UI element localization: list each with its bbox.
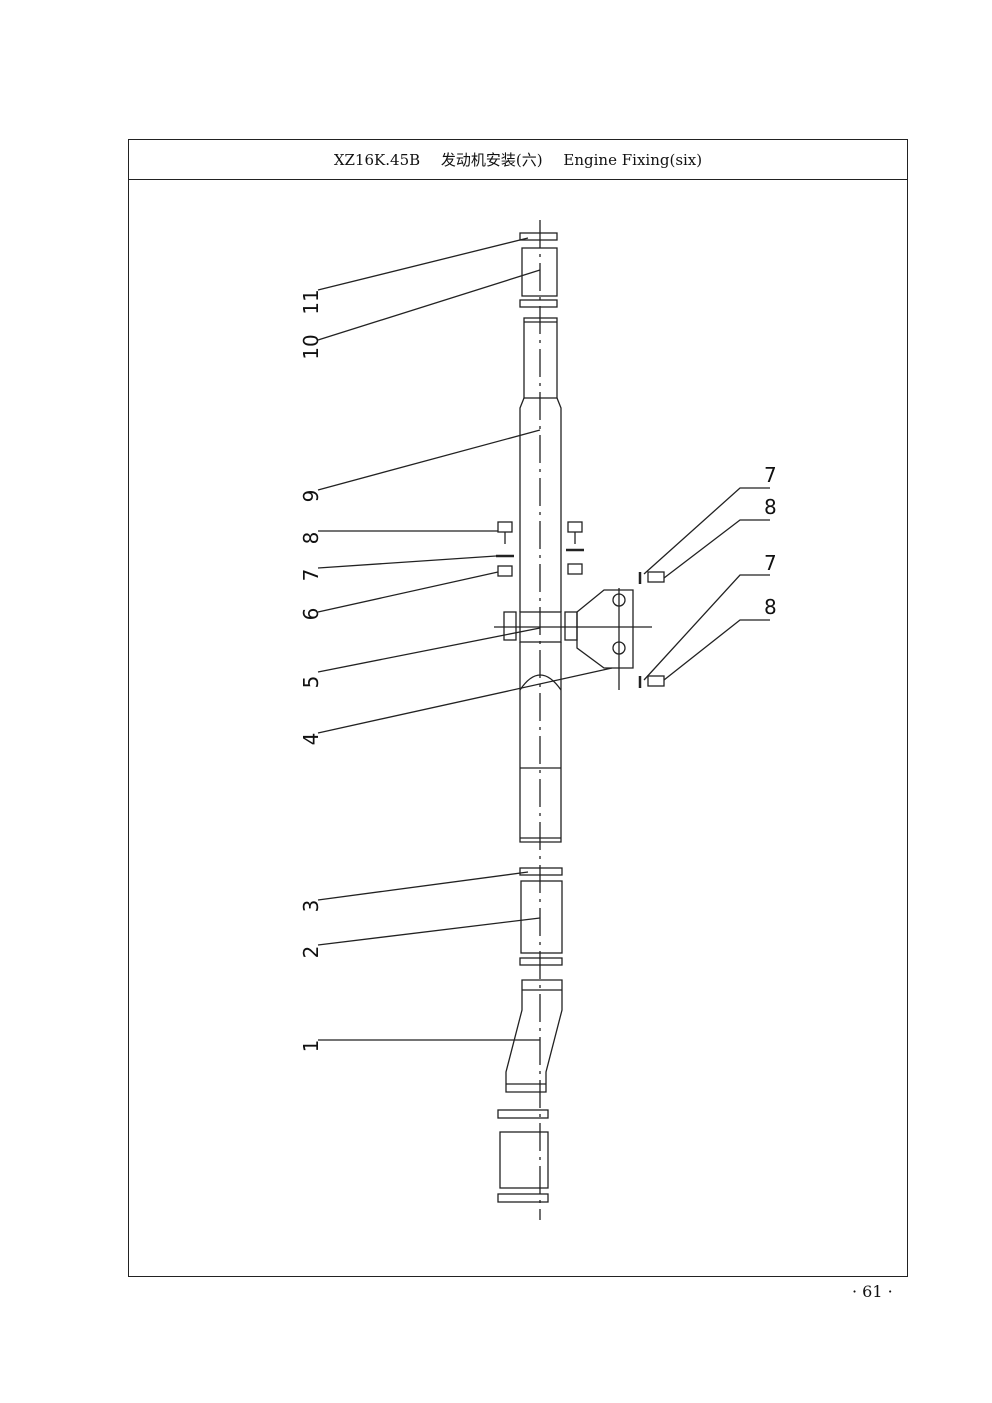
part-9-pipe-cut xyxy=(519,674,562,691)
callout-6: 6 xyxy=(299,608,323,621)
leader-6 xyxy=(317,571,499,613)
leader-3 xyxy=(317,871,529,901)
part-2-sleeve xyxy=(520,880,563,954)
callout-5: 5 xyxy=(299,676,323,689)
part-8-bolt-right xyxy=(567,521,583,533)
leader-10 xyxy=(317,269,541,341)
page-number: · 61 · xyxy=(852,1282,893,1301)
part-6-nut-left xyxy=(497,565,513,577)
leader-r7a xyxy=(643,487,770,575)
leader-4 xyxy=(317,667,613,734)
callout-r7a: 7 xyxy=(764,463,777,487)
part-9-pipe-lower xyxy=(519,642,562,843)
part-9-pipe-upper xyxy=(523,317,558,399)
title-en: Engine Fixing(six) xyxy=(563,151,703,169)
part-6-nut-right xyxy=(567,563,583,575)
leader-r8a xyxy=(663,519,770,579)
callout-1: 1 xyxy=(299,1040,323,1053)
part-5-clamp-left xyxy=(503,611,517,641)
bracket-bolt-upper xyxy=(647,571,665,583)
callout-10: 10 xyxy=(299,334,323,359)
leader-r8b xyxy=(663,619,770,681)
part-9-pipe-taper xyxy=(519,397,562,612)
bottom-clamp-lower xyxy=(497,1193,549,1203)
callout-9: 9 xyxy=(299,490,323,503)
bottom-sleeve xyxy=(499,1131,549,1189)
part-8-bolt-left xyxy=(497,521,513,533)
part-5-clamp-right xyxy=(564,611,578,641)
title-bar: XZ16K.45B 发动机安装(六) Engine Fixing(six) xyxy=(129,140,907,180)
callout-r8a: 8 xyxy=(764,495,777,519)
callout-11: 11 xyxy=(299,289,323,314)
leader-r7b xyxy=(643,574,770,681)
callout-3: 3 xyxy=(299,900,323,913)
bracket-bolt-lower xyxy=(647,675,665,687)
part-1-bent-pipe xyxy=(505,979,563,1093)
callout-2: 2 xyxy=(299,946,323,959)
title-model: XZ16K.45B xyxy=(333,151,421,169)
callout-r7b: 7 xyxy=(764,551,777,575)
callout-4: 4 xyxy=(299,733,323,746)
leader-5 xyxy=(317,627,541,673)
part-3-clamp xyxy=(519,867,563,876)
callout-r8b: 8 xyxy=(764,595,777,619)
bottom-clamp xyxy=(497,1109,549,1119)
part-11-clamp-lower xyxy=(519,299,558,308)
leader-11 xyxy=(317,237,529,291)
callout-7: 7 xyxy=(299,569,323,582)
leader-2 xyxy=(317,917,541,946)
drawing-frame: XZ16K.45B 发动机安装(六) Engine Fixing(six) xyxy=(128,139,908,1277)
title-cn: 发动机安装(六) xyxy=(440,151,543,169)
part-10-sleeve xyxy=(521,247,558,297)
callout-8: 8 xyxy=(299,532,323,545)
leader-9 xyxy=(317,429,541,491)
leader-7 xyxy=(317,555,497,569)
part-3-clamp-lower xyxy=(519,957,563,966)
part-4-bracket xyxy=(576,589,634,669)
part-11-clamp xyxy=(519,232,558,241)
